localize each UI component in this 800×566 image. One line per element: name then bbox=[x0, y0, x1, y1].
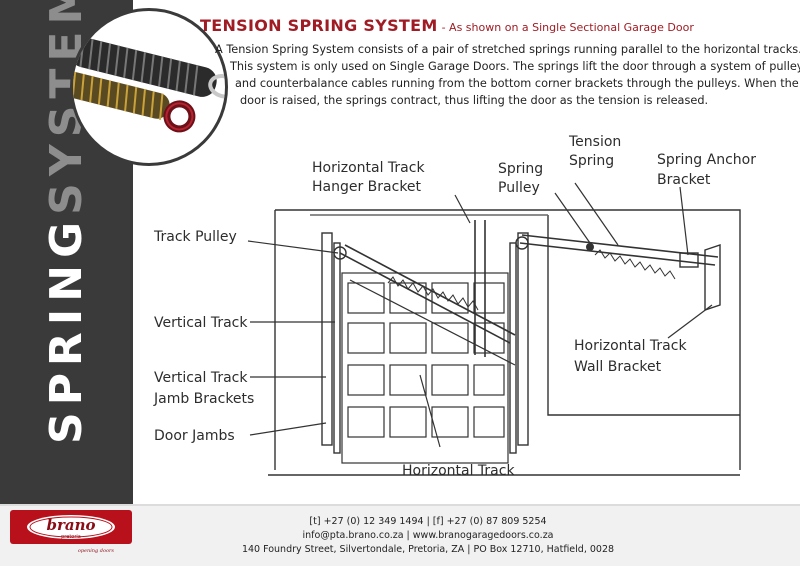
page-title: TENSION SPRING SYSTEM bbox=[200, 16, 438, 35]
springs-illustration bbox=[73, 36, 225, 133]
label-door-jambs: Door Jambs bbox=[154, 428, 235, 444]
label-jamb-2: Jamb Brackets bbox=[153, 391, 254, 407]
contact-address: 140 Foundry Street, Silvertondale, Preto… bbox=[241, 544, 615, 555]
vertical-title-part1: SPRING bbox=[41, 214, 92, 444]
coil-spring-gold bbox=[73, 71, 170, 120]
right-horizontal-track bbox=[519, 242, 716, 266]
label-jamb-1: Vertical Track bbox=[154, 370, 248, 386]
paragraph-line-4: door is raised, the springs contract, th… bbox=[240, 94, 709, 107]
label-hanger-1: Horizontal Track bbox=[312, 160, 425, 176]
label-vertical-track: Vertical Track bbox=[154, 315, 248, 331]
label-pulley-1: Spring bbox=[498, 161, 543, 177]
label-anchor-1: Spring Anchor bbox=[657, 152, 756, 168]
label-pulley-2: Pulley bbox=[498, 180, 540, 196]
right-vertical-track bbox=[509, 242, 517, 454]
spring-pulley-icon bbox=[586, 243, 594, 251]
side-wall bbox=[547, 215, 740, 416]
label-wall-1: Horizontal Track bbox=[574, 338, 687, 354]
left-horizontal-track bbox=[339, 252, 511, 344]
label-anchor-2: Bracket bbox=[657, 172, 711, 188]
logo-text: brano bbox=[46, 516, 95, 534]
leader-lines bbox=[247, 182, 713, 448]
logo-tagline: opening doors bbox=[78, 548, 115, 554]
door-panels bbox=[341, 272, 509, 464]
spring-pulley bbox=[515, 236, 529, 250]
page-subtitle: - As shown on a Single Sectional Garage … bbox=[441, 21, 694, 34]
coil-spring-red bbox=[163, 100, 196, 133]
paragraph-line-3: and counterbalance cables running from t… bbox=[235, 77, 799, 90]
tension-spring-right bbox=[594, 249, 676, 280]
brano-logo: brano pretoria opening doors bbox=[10, 510, 132, 554]
horizontal-track-wall-bracket bbox=[704, 244, 721, 311]
paragraph-line-2: This system is only used on Single Garag… bbox=[230, 60, 800, 73]
label-tension-2: Spring bbox=[569, 153, 614, 169]
label-wall-2: Wall Bracket bbox=[574, 359, 662, 375]
label-track-pulley: Track Pulley bbox=[153, 229, 237, 245]
contact-phone-fax: [t] +27 (0) 12 349 1494 | [f] +27 (0) 87… bbox=[309, 516, 547, 527]
logo-sub: pretoria bbox=[61, 534, 81, 540]
spring-photo bbox=[70, 8, 228, 166]
footer bbox=[0, 504, 800, 566]
label-horizontal-track: Horizontal Track bbox=[402, 463, 515, 479]
left-door-jamb bbox=[321, 232, 333, 446]
right-door-jamb bbox=[517, 232, 529, 446]
header: TENSION SPRING SYSTEM- As shown on a Sin… bbox=[200, 16, 694, 35]
label-tension-1: Tension bbox=[568, 134, 621, 150]
garage-wall-outline bbox=[274, 209, 741, 470]
footer-divider bbox=[0, 504, 800, 506]
track-hanger-bracket bbox=[474, 220, 486, 357]
spring-anchor-bracket bbox=[679, 252, 699, 268]
tension-spring-left bbox=[387, 276, 479, 311]
garage-door-diagram: Horizontal Track Hanger Bracket Spring P… bbox=[153, 134, 756, 479]
contact-email-web[interactable]: info@pta.brano.co.za | www.branogaragedo… bbox=[302, 530, 554, 541]
coil-spring-dark bbox=[73, 36, 225, 99]
paragraph-line-1: A Tension Spring System consists of a pa… bbox=[215, 43, 800, 56]
label-hanger-2: Hanger Bracket bbox=[312, 179, 422, 195]
left-vertical-track bbox=[333, 242, 341, 454]
